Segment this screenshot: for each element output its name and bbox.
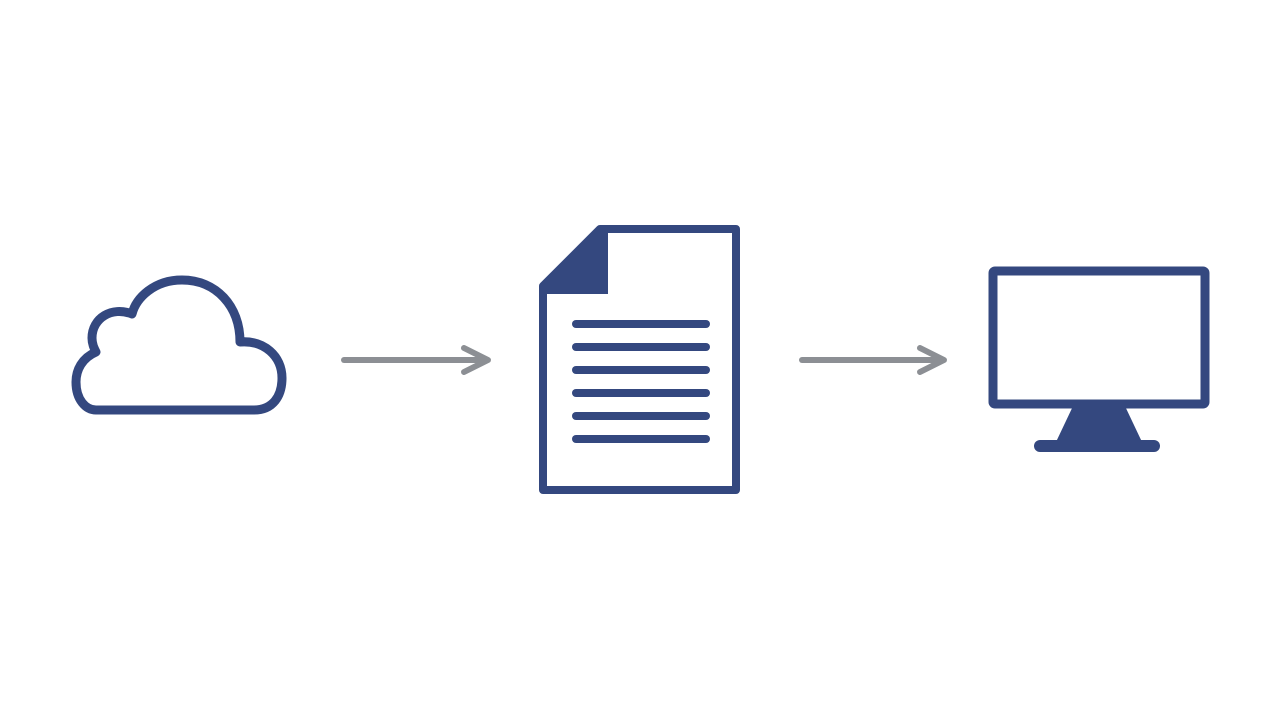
monitor-node bbox=[986, 264, 1212, 458]
cloud-icon bbox=[71, 275, 287, 415]
arrow-document-to-monitor bbox=[798, 344, 952, 376]
document-icon bbox=[539, 225, 740, 494]
document-node bbox=[538, 224, 744, 496]
monitor-icon bbox=[988, 266, 1210, 452]
cloud-node bbox=[70, 272, 290, 422]
arrow-cloud-to-document bbox=[340, 344, 496, 376]
